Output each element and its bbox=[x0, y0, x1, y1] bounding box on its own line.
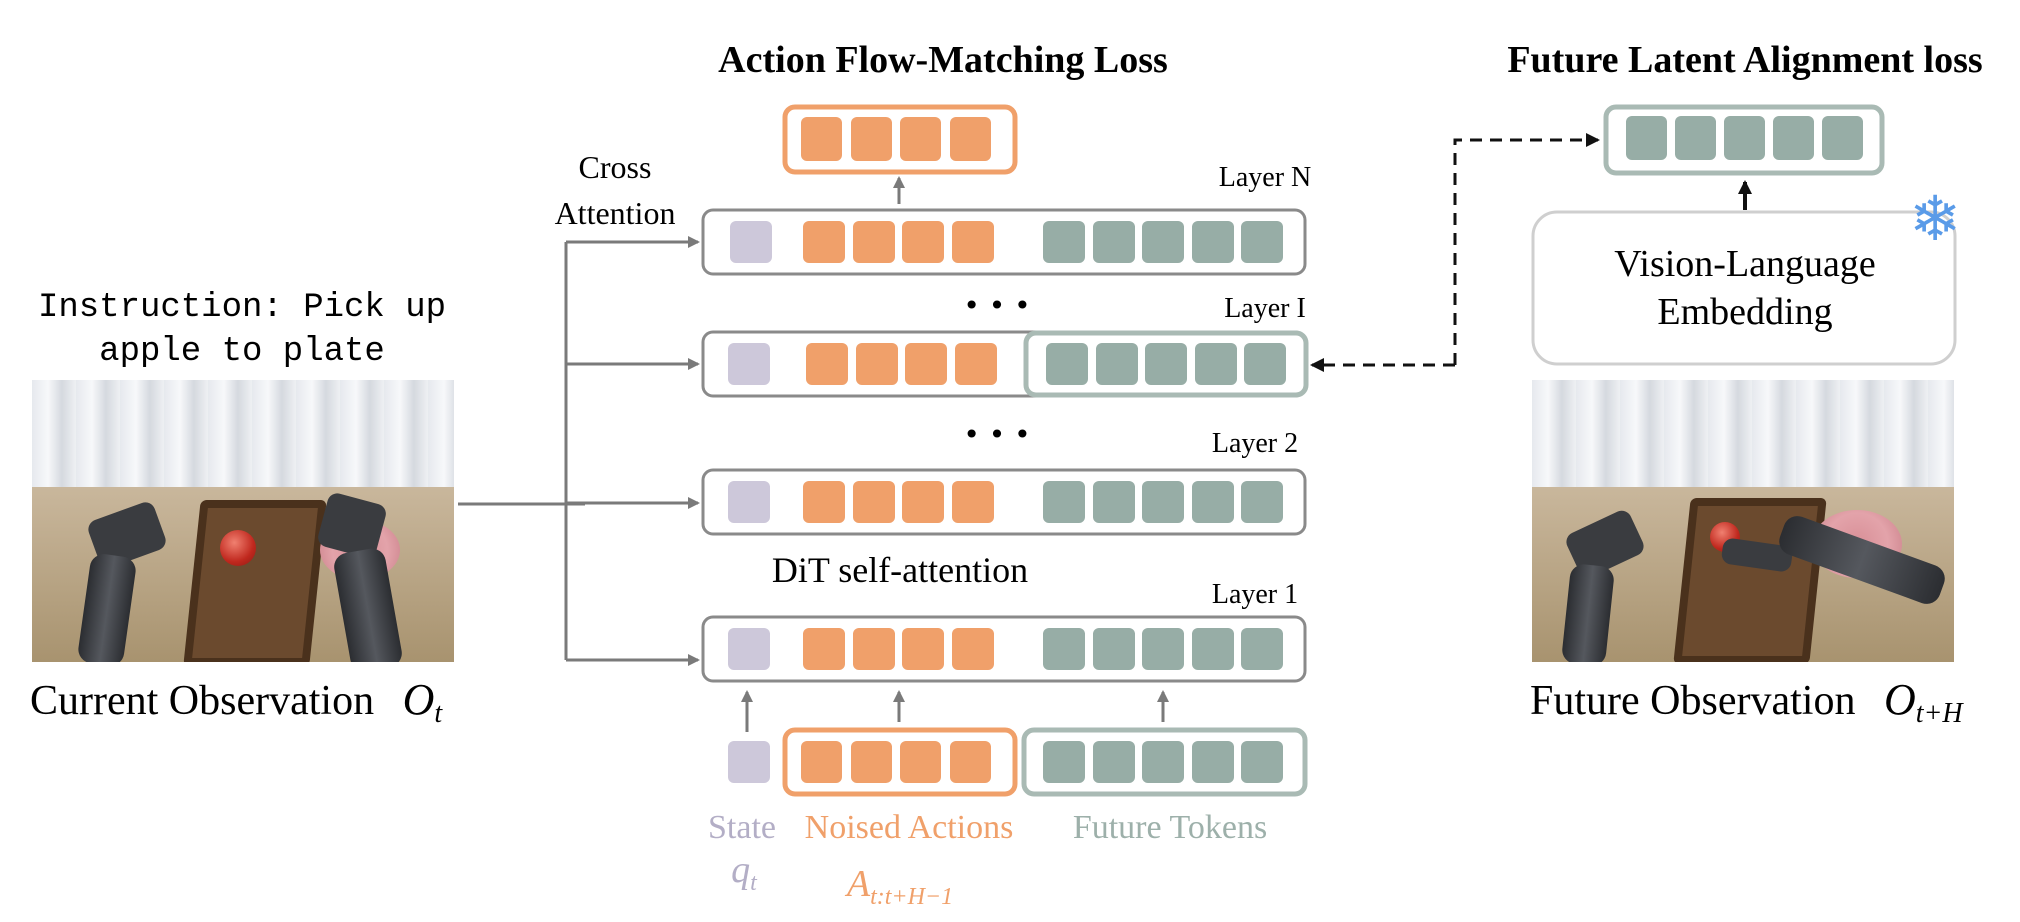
current-observation-image bbox=[32, 380, 454, 662]
current-observation-caption: Current Observation Ot bbox=[30, 675, 443, 729]
layer-1-block bbox=[701, 615, 1307, 683]
layer-i-label: Layer I bbox=[1224, 293, 1306, 324]
layer-2-block bbox=[701, 468, 1307, 536]
future-observation-image bbox=[1532, 380, 1954, 662]
layer-1-label: Layer 1 bbox=[1212, 579, 1298, 610]
legend-state: State bbox=[708, 809, 776, 846]
vle-label-2: Embedding bbox=[1657, 291, 1832, 333]
future-latent-tokens bbox=[1603, 104, 1885, 176]
legend-state-symbol: qt bbox=[731, 849, 758, 896]
vision-language-embedding-box bbox=[1531, 210, 1957, 366]
ellipsis-bottom: • • • bbox=[963, 418, 1030, 451]
alignment-dashed-line bbox=[1453, 133, 1600, 365]
instruction-line-2: apple to plate bbox=[99, 333, 385, 371]
snowflake-icon: ❄ bbox=[1909, 182, 1961, 255]
cross-attention-label-1: Cross bbox=[579, 149, 652, 185]
ellipsis-top: • • • bbox=[963, 289, 1030, 322]
instruction-line-1: Instruction: Pick up bbox=[38, 289, 446, 327]
output-action-tokens bbox=[782, 104, 1018, 175]
title-future-latent-alignment: Future Latent Alignment loss bbox=[1507, 39, 1982, 81]
layer-i-block bbox=[701, 330, 1309, 398]
cross-attention-label-2: Attention bbox=[555, 195, 676, 231]
layer-n-block bbox=[701, 208, 1307, 276]
legend-noised-symbol: At:t+H−1 bbox=[844, 863, 953, 910]
future-observation-caption: Future Observation Ot+H bbox=[1530, 675, 1964, 729]
legend-noised-actions: Noised Actions bbox=[805, 809, 1014, 846]
dit-self-attention-label: DiT self-attention bbox=[772, 550, 1028, 590]
cross-attention-connectors bbox=[458, 236, 700, 666]
layer-2-label: Layer 2 bbox=[1212, 428, 1298, 459]
legend-future-tokens: Future Tokens bbox=[1073, 809, 1267, 846]
vle-label-1: Vision-Language bbox=[1614, 243, 1876, 285]
input-tokens bbox=[728, 727, 1308, 797]
title-action-flow-matching: Action Flow-Matching Loss bbox=[718, 39, 1168, 81]
layer-n-label: Layer N bbox=[1219, 162, 1312, 193]
